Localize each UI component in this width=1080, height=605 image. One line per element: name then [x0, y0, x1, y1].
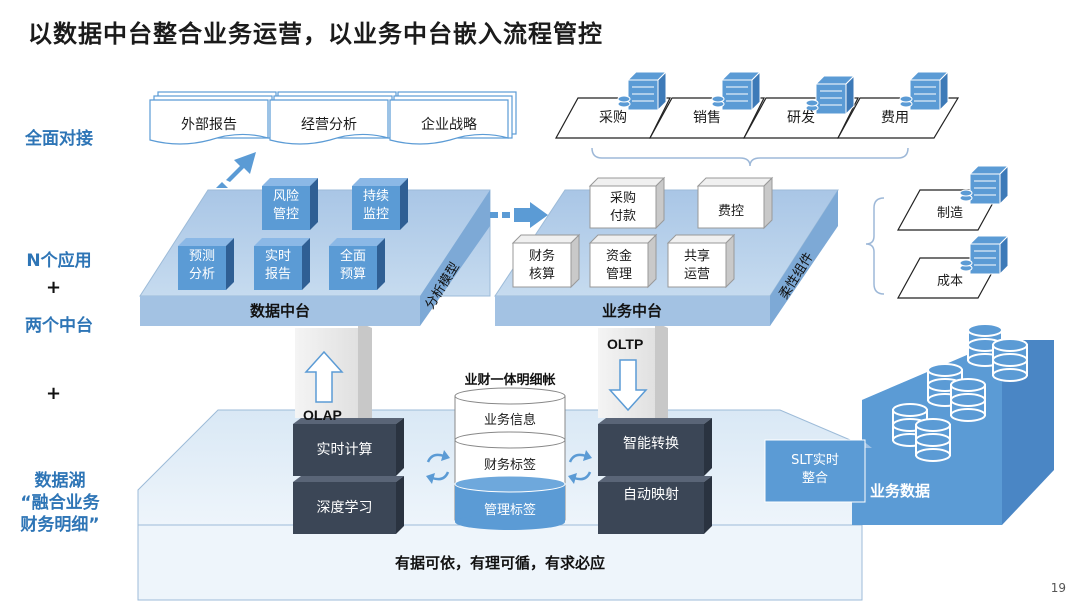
cube-realtime-report[interactable]: 实时报告	[254, 248, 302, 284]
realtime-compute-box[interactable]: 实时计算	[293, 424, 396, 476]
data-platform-side	[420, 190, 490, 326]
dept-manufacturing[interactable]: 制造	[936, 206, 963, 221]
business-data-label: 业务数据	[869, 482, 930, 500]
slt-line: SLT实时	[791, 453, 839, 468]
side-label-two-platforms: 两个中台	[25, 316, 93, 336]
side-label-plus: +	[46, 383, 62, 404]
dept-cost[interactable]: 成本	[936, 274, 963, 289]
dept-expense[interactable]: 费用	[881, 110, 909, 126]
up-right-arrow-icon	[216, 152, 256, 188]
business-cubes	[511, 176, 774, 289]
cube-label: 持续	[362, 189, 389, 204]
brace-side	[865, 197, 885, 295]
cube-fund-management[interactable]: 资金管理	[590, 248, 648, 284]
report-strategy[interactable]: 企业战略	[421, 117, 477, 133]
dept-sales[interactable]: 销售	[693, 110, 721, 126]
report-analysis[interactable]: 经营分析	[301, 117, 357, 133]
dept-purchase[interactable]: 采购	[599, 110, 627, 126]
side-label-n-apps: N个应用	[26, 251, 92, 271]
server-icon	[617, 70, 1010, 276]
side-label-plus: +	[46, 277, 62, 298]
slt-line: 整合	[801, 471, 828, 486]
cube-label: 管理	[605, 267, 632, 282]
cube-financial-accounting[interactable]: 财务核算	[513, 248, 571, 284]
cube-label: 分析	[188, 267, 215, 282]
cube-continuous-monitoring[interactable]: 持续监控	[352, 188, 400, 224]
cube-label: 核算	[528, 267, 555, 282]
data-platform-front	[140, 296, 420, 326]
auto-mapping-box[interactable]: 自动映射	[598, 482, 704, 534]
cube-label: 共享	[683, 249, 710, 264]
ledger-title: 业财一体明细帐	[464, 373, 556, 388]
cycle-arrow-icon	[568, 450, 592, 484]
dept-rd[interactable]: 研发	[787, 110, 815, 126]
left-dark-boxes	[293, 418, 404, 534]
data-lake-line: 数据湖	[34, 471, 86, 491]
cube-label: 报告	[264, 267, 291, 282]
data-cubes	[178, 178, 408, 290]
business-data-side	[1002, 340, 1054, 525]
down-arrow-icon	[608, 359, 648, 412]
page-title: 以数据中台整合业务运营，以业务中台嵌入流程管控	[28, 19, 603, 48]
database-cylinders-icon	[892, 323, 1028, 462]
oltp-label: OLTP	[607, 336, 644, 352]
slt-box	[764, 439, 866, 503]
data-lake-line: 财务明细”	[20, 515, 100, 535]
page-number: 19	[1050, 581, 1066, 595]
right-dark-boxes	[598, 418, 712, 534]
cube-label: 全面	[339, 249, 366, 264]
business-platform-front	[495, 296, 770, 326]
cube-risk-control[interactable]: 风险管控	[262, 188, 310, 224]
deep-learning-box[interactable]: 深度学习	[293, 482, 396, 534]
cube-shared-operations[interactable]: 共享运营	[668, 248, 726, 284]
olap-label: OLAP	[303, 407, 342, 423]
cube-label: 采购	[609, 191, 636, 206]
bottom-slogan: 有据可依，有理可循，有求必应	[394, 554, 605, 572]
cube-forecast-analysis[interactable]: 预测分析	[178, 248, 226, 284]
slt-box-label[interactable]: SLT实时 整合	[765, 452, 865, 488]
ledger-business-info[interactable]: 业务信息	[483, 413, 536, 428]
cube-label: 资金	[605, 249, 632, 264]
cube-label: 费控	[717, 204, 744, 219]
cube-label: 预测	[188, 249, 215, 264]
data-lake-line: “融合业务	[20, 493, 100, 513]
cube-label: 财务	[528, 249, 555, 264]
business-platform-side	[770, 190, 838, 326]
pillar-left	[295, 328, 372, 418]
cycle-arrow-icon	[426, 450, 450, 484]
cube-label: 运营	[683, 267, 710, 282]
cube-label: 管控	[272, 207, 299, 222]
business-platform-label: 业务中台	[601, 302, 662, 320]
report-external[interactable]: 外部报告	[181, 117, 237, 133]
side-label-full-connect: 全面对接	[25, 129, 93, 149]
data-platform-label: 数据中台	[249, 302, 310, 320]
dashed-arrow-icon	[490, 202, 548, 228]
cube-purchase-payment[interactable]: 采购付款	[590, 190, 656, 226]
smart-conversion-box[interactable]: 智能转换	[598, 424, 704, 476]
cube-label: 风险	[272, 189, 299, 204]
cube-label: 实时	[264, 249, 291, 264]
brace-bottom	[591, 147, 909, 167]
cube-label: 监控	[362, 207, 389, 222]
cube-label: 付款	[609, 209, 636, 224]
ledger-finance-tag[interactable]: 财务标签	[483, 458, 536, 473]
cube-label: 预算	[339, 267, 366, 282]
ledger-cylinder	[454, 387, 566, 530]
cube-expense-control[interactable]: 费控	[698, 203, 764, 221]
ledger-management-tag[interactable]: 管理标签	[483, 503, 536, 518]
up-arrow-icon	[304, 350, 344, 403]
side-label-data-lake: 数据湖 “融合业务 财务明细”	[10, 470, 110, 536]
report-docs	[149, 91, 517, 145]
cube-full-budget[interactable]: 全面预算	[329, 248, 377, 284]
